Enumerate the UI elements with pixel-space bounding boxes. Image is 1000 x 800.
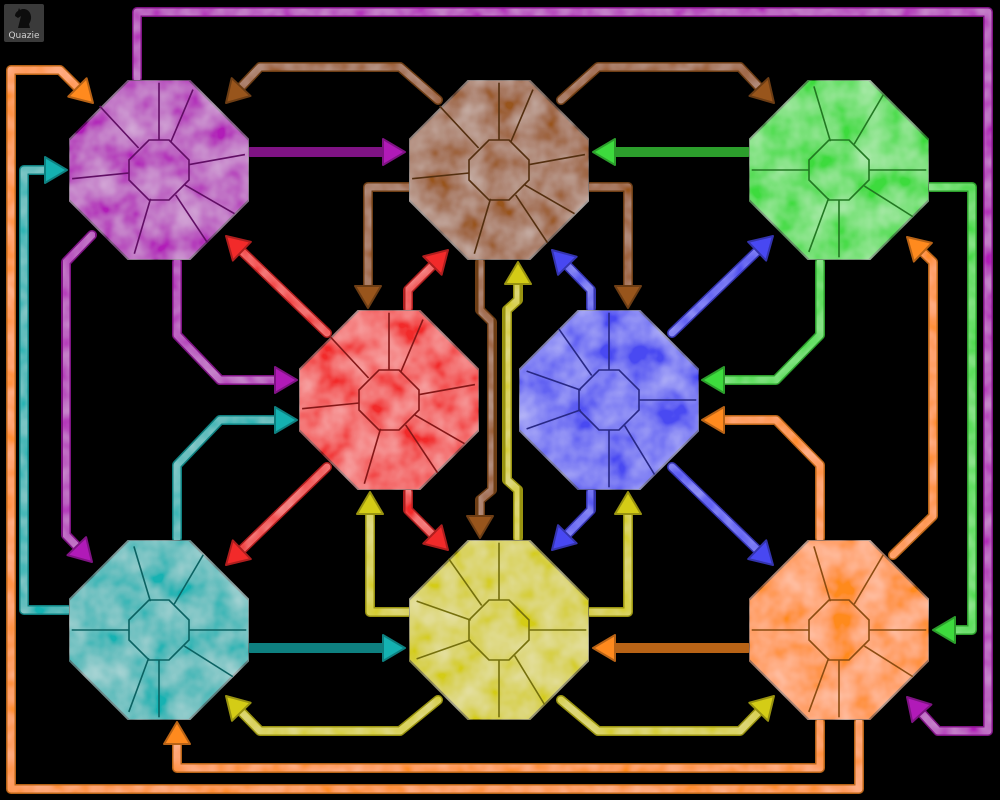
tile-orange[interactable]: [748, 539, 930, 721]
link-cyan-red-arrow: [172, 406, 298, 543]
quazie-knight-icon: [15, 8, 32, 28]
tile-magenta[interactable]: [68, 79, 250, 261]
tile-green[interactable]: [748, 79, 930, 261]
link-brown-blue-arrow: [585, 182, 642, 309]
tile-cyan-hub: [128, 599, 190, 661]
link-orange-yellow-arrow: [592, 634, 753, 662]
tiles-layer: [68, 79, 930, 721]
tile-brown[interactable]: [408, 79, 590, 261]
link-cyan-yellow-arrow: [245, 634, 406, 662]
link-yellow-brown-arrow: [502, 261, 532, 543]
link-brown-green-arrow: [556, 62, 775, 105]
link-magenta-green-arrow: [132, 7, 993, 736]
link-yellow-orange-arrow: [556, 695, 775, 736]
link-green-orange-arrow: [925, 182, 977, 644]
tile-blue[interactable]: [518, 309, 700, 491]
link-magenta-brown-arrow: [245, 138, 406, 166]
tile-brown-hub: [468, 139, 530, 201]
logo-label: Quazie: [8, 31, 40, 41]
tile-red[interactable]: [298, 309, 480, 491]
link-orange-green-arrow: [888, 236, 938, 560]
link-red-magenta-arrow: [225, 235, 332, 338]
link-green-blue-arrow: [701, 257, 825, 394]
link-yellow-blue-arrow: [585, 491, 642, 617]
tile-red-hub: [358, 369, 420, 431]
link-red-yellow-arrow: [403, 487, 449, 551]
link-green-brown-arrow: [592, 138, 753, 166]
links-layer: [6, 7, 993, 794]
tile-blue-hub: [578, 369, 640, 431]
link-magenta-cyan-arrow: [61, 230, 97, 563]
link-brown-red-arrow: [354, 182, 414, 309]
tile-green-hub: [808, 139, 870, 201]
tile-yellow[interactable]: [408, 539, 590, 721]
link-cyan-magenta-arrow: [19, 156, 73, 615]
tile-magenta-hub: [128, 139, 190, 201]
link-orange-magenta-arrow: [6, 65, 864, 794]
link-brown-yellow-arrow: [466, 257, 497, 539]
quazie-logo-button[interactable]: Quazie: [4, 4, 44, 42]
link-orange-blue-arrow: [701, 406, 825, 543]
link-red-brown-arrow: [403, 249, 449, 313]
link-blue-orange-arrow: [667, 462, 774, 566]
tile-orange-hub: [808, 599, 870, 661]
link-blue-brown-arrow: [551, 249, 596, 313]
tile-yellow-hub: [468, 599, 530, 661]
link-orange-cyan-arrow: [163, 717, 825, 773]
link-blue-green-arrow: [667, 235, 774, 338]
link-red-cyan-arrow: [225, 462, 332, 566]
link-brown-magenta-arrow: [225, 62, 443, 105]
link-magenta-red-arrow: [172, 257, 298, 394]
link-blue-yellow-arrow: [551, 487, 596, 551]
tile-cyan[interactable]: [68, 539, 250, 721]
link-yellow-red-arrow: [356, 491, 414, 617]
link-yellow-cyan-arrow: [225, 695, 443, 736]
